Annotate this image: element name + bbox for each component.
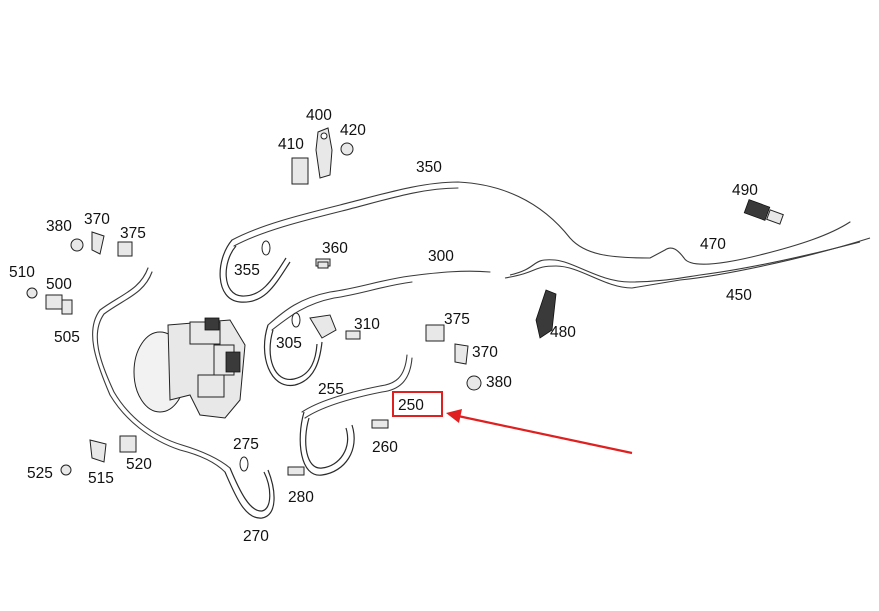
label-350: 350 xyxy=(416,159,442,176)
bolt-260 xyxy=(371,419,389,429)
label-510: 510 xyxy=(9,264,35,281)
label-505: 505 xyxy=(54,329,80,346)
label-250: 250 xyxy=(398,397,424,414)
sensor-490 xyxy=(743,199,784,225)
clip-375a xyxy=(117,241,133,257)
label-360: 360 xyxy=(322,240,348,257)
label-310: 310 xyxy=(354,316,380,333)
label-355: 355 xyxy=(234,262,260,279)
label-520: 520 xyxy=(126,456,152,473)
part-480 xyxy=(535,289,557,339)
label-305: 305 xyxy=(276,335,302,352)
label-515: 515 xyxy=(88,470,114,487)
nut-510 xyxy=(26,287,38,299)
nut-380b xyxy=(466,375,482,391)
label-525: 525 xyxy=(27,465,53,482)
washer-355 xyxy=(261,240,271,256)
pipe-left xyxy=(92,267,226,473)
pipe-300b xyxy=(271,281,413,331)
clip-375b xyxy=(425,324,445,342)
label-400: 400 xyxy=(306,107,332,124)
label-380-left: 380 xyxy=(46,218,72,235)
label-470: 470 xyxy=(700,236,726,253)
nut-380a xyxy=(70,238,84,252)
label-480: 480 xyxy=(550,324,576,341)
label-260: 260 xyxy=(372,439,398,456)
label-280: 280 xyxy=(288,489,314,506)
hose-305 xyxy=(263,324,323,386)
pipe-350 xyxy=(231,181,851,265)
label-500: 500 xyxy=(46,276,72,293)
hose-270 xyxy=(224,469,275,519)
bolt-280 xyxy=(287,466,305,476)
nut-525 xyxy=(60,464,72,476)
label-255: 255 xyxy=(318,381,344,398)
hose-255 xyxy=(299,411,355,476)
bracket-515 xyxy=(89,439,107,463)
hose-255b xyxy=(305,417,349,469)
bolt-310 xyxy=(345,330,361,340)
connector-305 xyxy=(309,314,337,339)
clip-505 xyxy=(61,299,73,315)
clip-370b xyxy=(454,343,469,365)
bracket-400 xyxy=(315,127,333,179)
label-490: 490 xyxy=(732,182,758,199)
clip-500 xyxy=(45,294,63,310)
label-275: 275 xyxy=(233,436,259,453)
label-375-right: 375 xyxy=(444,311,470,328)
washer-275 xyxy=(239,456,249,472)
label-375-left: 375 xyxy=(120,225,146,242)
highlight-arrow xyxy=(457,414,633,455)
pipe-left-b xyxy=(96,271,231,469)
hose-305b xyxy=(269,329,318,380)
washer-305 xyxy=(291,312,301,328)
bolt-360 xyxy=(315,258,331,269)
highlight-box xyxy=(392,391,443,417)
abs-unit xyxy=(133,317,246,419)
label-410: 410 xyxy=(278,136,304,153)
label-370-left: 370 xyxy=(84,211,110,228)
pipe-250 xyxy=(301,354,408,413)
clip-370a xyxy=(91,231,105,255)
nut-420 xyxy=(340,142,354,156)
clip-520 xyxy=(119,435,137,453)
label-300: 300 xyxy=(428,248,454,265)
pipe-470 xyxy=(509,241,861,283)
highlight-arrowhead xyxy=(446,409,462,423)
hose-355b xyxy=(225,245,287,297)
pipe-450 xyxy=(504,237,871,289)
pipe-250b xyxy=(304,357,413,419)
hose-355 xyxy=(219,239,291,303)
pipe-300 xyxy=(267,270,491,326)
label-450: 450 xyxy=(726,287,752,304)
label-380-right: 380 xyxy=(486,374,512,391)
label-420: 420 xyxy=(340,122,366,139)
pipe-350b xyxy=(233,187,459,247)
label-370-right: 370 xyxy=(472,344,498,361)
hose-270b xyxy=(229,467,271,512)
label-270: 270 xyxy=(243,528,269,545)
clip-410 xyxy=(291,157,309,185)
